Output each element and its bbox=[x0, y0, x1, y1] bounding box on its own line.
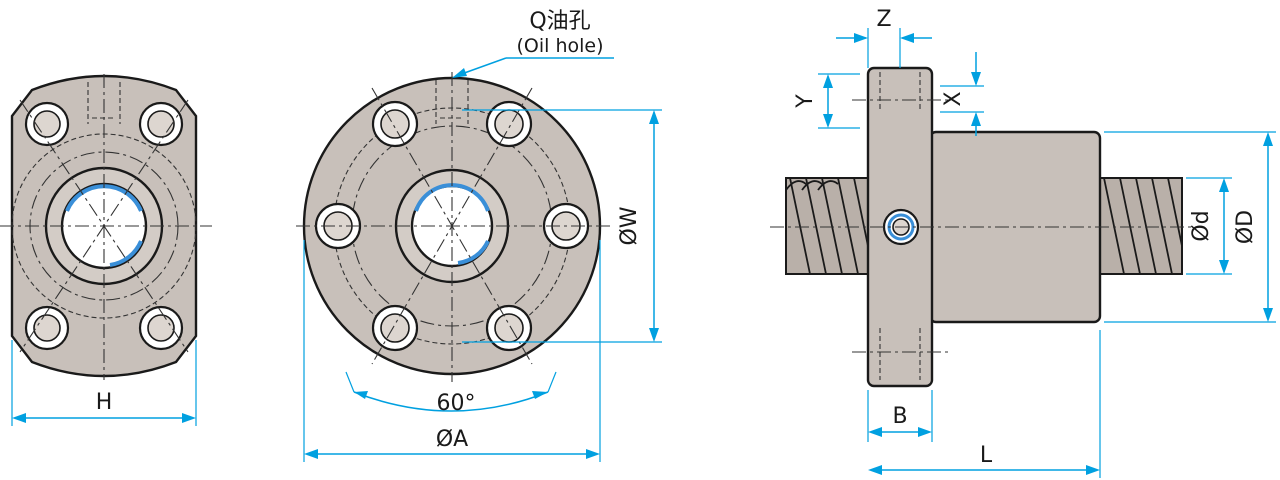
bolt-hole-bottom-right bbox=[485, 304, 533, 352]
round-flange-front-view: Q油孔 (Oil hole) 60° ØA ØW bbox=[296, 9, 662, 462]
bolt-hole-top-left bbox=[371, 100, 419, 148]
bolt-hole-top-right bbox=[138, 101, 184, 147]
screw-thread-left bbox=[785, 177, 869, 275]
dim-label-X: X bbox=[941, 91, 966, 106]
bolt-hole-top-right bbox=[485, 100, 533, 148]
angle-label: 60° bbox=[437, 391, 476, 416]
bolt-hole-top-left bbox=[24, 101, 70, 147]
side-oil-hole bbox=[882, 208, 920, 246]
bolt-hole-bottom-left bbox=[371, 304, 419, 352]
dim-label-D: ØD bbox=[1233, 210, 1258, 244]
dim-label-L: L bbox=[980, 443, 993, 468]
dim-label-B: B bbox=[892, 404, 907, 429]
oil-hole-label-en: (Oil hole) bbox=[516, 35, 603, 57]
dim-label-A: ØA bbox=[436, 427, 468, 452]
dim-label-W: ØW bbox=[617, 206, 642, 245]
dim-label-H: H bbox=[96, 390, 113, 415]
dim-label-Z: Z bbox=[876, 7, 891, 32]
dim-label-Y: Y bbox=[793, 94, 818, 109]
screw-thread-right bbox=[1099, 177, 1183, 275]
trimmed-flange-front-view: H bbox=[0, 74, 212, 426]
oil-hole-label-cn: Q油孔 bbox=[529, 9, 590, 34]
bolt-hole-bottom-left bbox=[24, 305, 70, 351]
dim-label-d: Ød bbox=[1189, 210, 1214, 241]
ball-nut-side-view: Z Y X B L Ød bbox=[770, 7, 1276, 478]
bolt-hole-bottom-right bbox=[138, 305, 184, 351]
